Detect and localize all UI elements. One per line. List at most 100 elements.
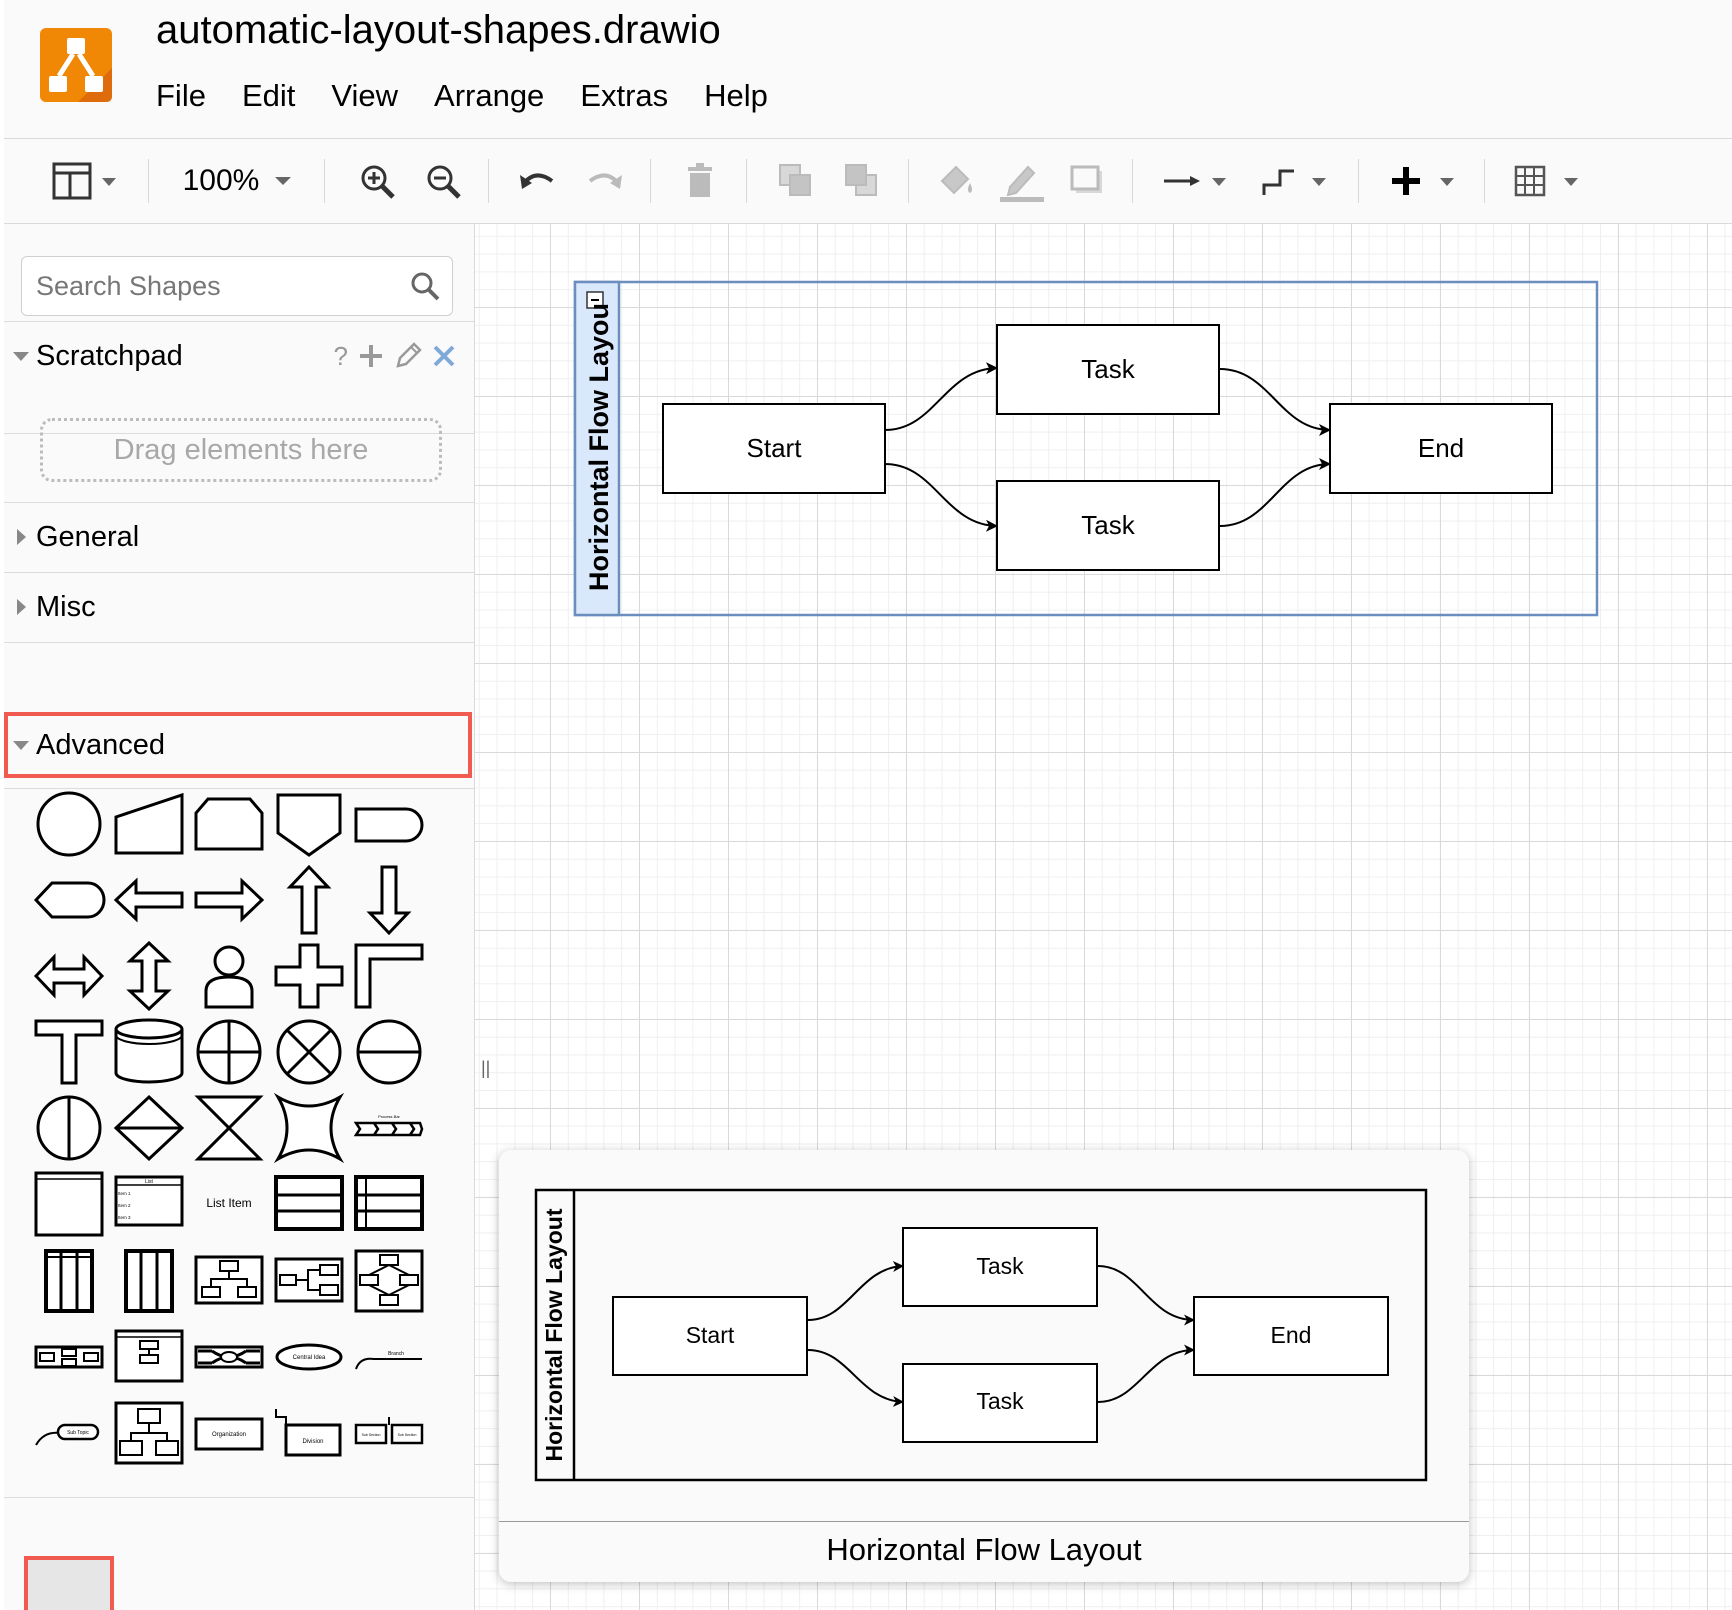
shape-arrow-right[interactable] — [192, 865, 266, 935]
menu-arrange[interactable]: Arrange — [434, 78, 545, 113]
shape-vertical-pool[interactable] — [32, 1245, 106, 1315]
shape-horizontal-tree-layout[interactable] — [272, 1245, 346, 1315]
shape-arrow-down[interactable] — [352, 865, 426, 935]
shape-line-ellipse-horizontal[interactable] — [352, 1017, 426, 1087]
shape-tee[interactable] — [32, 1017, 106, 1087]
tooltip-task-bottom-label: Task — [976, 1388, 1024, 1414]
connection-style-button[interactable] — [1156, 139, 1236, 223]
sidebar-splitter-handle[interactable]: || — [481, 1058, 491, 1078]
task-bottom-node[interactable] — [996, 480, 1220, 571]
shape-or[interactable] — [192, 1017, 266, 1087]
shape-data-storage[interactable] — [112, 1017, 186, 1087]
shape-arrow-up[interactable] — [272, 865, 346, 935]
shape-vertical-pool-2[interactable] — [112, 1245, 186, 1315]
shape-flow-layout[interactable] — [352, 1245, 426, 1315]
shape-vertical-flow-layout[interactable] — [112, 1321, 186, 1391]
shape-vertical-tree-layout[interactable] — [192, 1245, 266, 1315]
search-box[interactable] — [21, 256, 453, 316]
to-back-button[interactable] — [836, 139, 888, 223]
shape-manual-input[interactable] — [112, 789, 186, 859]
advanced-highlight — [4, 712, 472, 778]
edit-icon[interactable] — [394, 342, 422, 370]
zoom-dropdown[interactable]: 100% — [176, 139, 306, 223]
add-icon[interactable] — [358, 343, 384, 369]
shape-display[interactable] — [32, 865, 106, 935]
redo-icon — [588, 173, 622, 189]
search-icon[interactable] — [410, 271, 440, 301]
shape-ellipse[interactable] — [32, 789, 106, 859]
waypoints-button[interactable] — [1256, 139, 1336, 223]
shape-process-bar[interactable]: Process Bar — [352, 1093, 426, 1163]
delete-button[interactable] — [676, 139, 724, 223]
shape-list-item[interactable]: List Item — [192, 1169, 266, 1239]
shape-org-chart[interactable] — [112, 1397, 186, 1467]
edge-task-top-end[interactable] — [1219, 368, 1331, 436]
general-header[interactable]: General — [4, 502, 474, 572]
table-button[interactable] — [1508, 139, 1588, 223]
menu-extras[interactable]: Extras — [580, 78, 669, 113]
shape-horizontal-pool[interactable] — [272, 1169, 346, 1239]
shape-loop-limit[interactable] — [192, 789, 266, 859]
svg-text:Item 3: Item 3 — [118, 1215, 131, 1220]
close-icon[interactable] — [432, 344, 456, 368]
undo-button[interactable] — [514, 139, 562, 223]
shape-off-page-connector[interactable] — [272, 789, 346, 859]
scratchpad-dropzone[interactable]: Drag elements here — [40, 418, 442, 482]
menu-file[interactable]: File — [156, 78, 206, 113]
scratchpad-header[interactable]: Scratchpad ? — [4, 321, 474, 391]
general-label: General — [36, 520, 140, 553]
shape-line-ellipse-vertical[interactable] — [32, 1093, 106, 1163]
shape-collate[interactable] — [192, 1093, 266, 1163]
to-front-button[interactable] — [770, 139, 822, 223]
end-node[interactable] — [1329, 403, 1553, 494]
help-icon[interactable]: ? — [333, 340, 348, 371]
shape-summing-junction[interactable] — [272, 1017, 346, 1087]
shape-organization[interactable]: Organization — [192, 1397, 266, 1467]
menu-edit[interactable]: Edit — [241, 78, 296, 113]
shape-horizontal-mindmap[interactable] — [192, 1321, 266, 1391]
shape-cross[interactable] — [272, 941, 346, 1011]
drawio-logo-icon[interactable] — [38, 26, 114, 106]
shape-sub-topic[interactable]: Sub Topic — [32, 1397, 106, 1467]
document-title[interactable]: automatic-layout-shapes.drawio — [156, 8, 721, 52]
shape-container[interactable] — [32, 1169, 106, 1239]
start-node[interactable] — [662, 403, 886, 494]
insert-button[interactable] — [1384, 139, 1464, 223]
format-panel-button[interactable] — [44, 139, 124, 223]
search-input[interactable] — [36, 265, 396, 307]
shape-central-idea[interactable]: Central Idea — [272, 1321, 346, 1391]
edge-start-task-bottom[interactable] — [884, 463, 998, 532]
menu-help[interactable]: Help — [704, 78, 768, 113]
container-header[interactable] — [573, 280, 621, 617]
advanced-header[interactable]: Advanced — [4, 710, 474, 780]
misc-header[interactable]: Misc — [4, 572, 474, 642]
edge-task-bottom-end[interactable] — [1219, 458, 1331, 527]
shape-horizontal-pool-2[interactable] — [352, 1169, 426, 1239]
shape-sort[interactable] — [112, 1093, 186, 1163]
shape-branch[interactable]: Branch — [352, 1321, 426, 1391]
menu-view[interactable]: View — [331, 78, 399, 113]
shape-arrow-left[interactable] — [112, 865, 186, 935]
line-color-button[interactable] — [996, 139, 1048, 223]
shape-corner[interactable] — [352, 941, 426, 1011]
tooltip-end-label: End — [1271, 1322, 1312, 1348]
shadow-button[interactable] — [1062, 139, 1114, 223]
redo-button[interactable] — [580, 139, 628, 223]
shape-actor[interactable] — [192, 941, 266, 1011]
task-bottom-label: Task — [1081, 510, 1135, 540]
svg-text:Sub Section: Sub Section — [362, 1433, 381, 1437]
chevron-down-icon — [275, 177, 292, 185]
fill-color-button[interactable] — [930, 139, 982, 223]
shape-double-arrow-vertical[interactable] — [112, 941, 186, 1011]
shape-double-arrow-horizontal[interactable] — [32, 941, 106, 1011]
edge-start-task-top[interactable] — [884, 362, 998, 431]
shape-division[interactable]: Division — [272, 1397, 346, 1467]
zoom-in-button[interactable] — [354, 139, 400, 223]
zoom-out-button[interactable] — [420, 139, 466, 223]
shape-terminator[interactable] — [352, 789, 426, 859]
task-top-node[interactable] — [996, 324, 1220, 415]
shape-horizontal-flow-layout[interactable] — [32, 1321, 106, 1391]
shape-switch[interactable] — [272, 1093, 346, 1163]
